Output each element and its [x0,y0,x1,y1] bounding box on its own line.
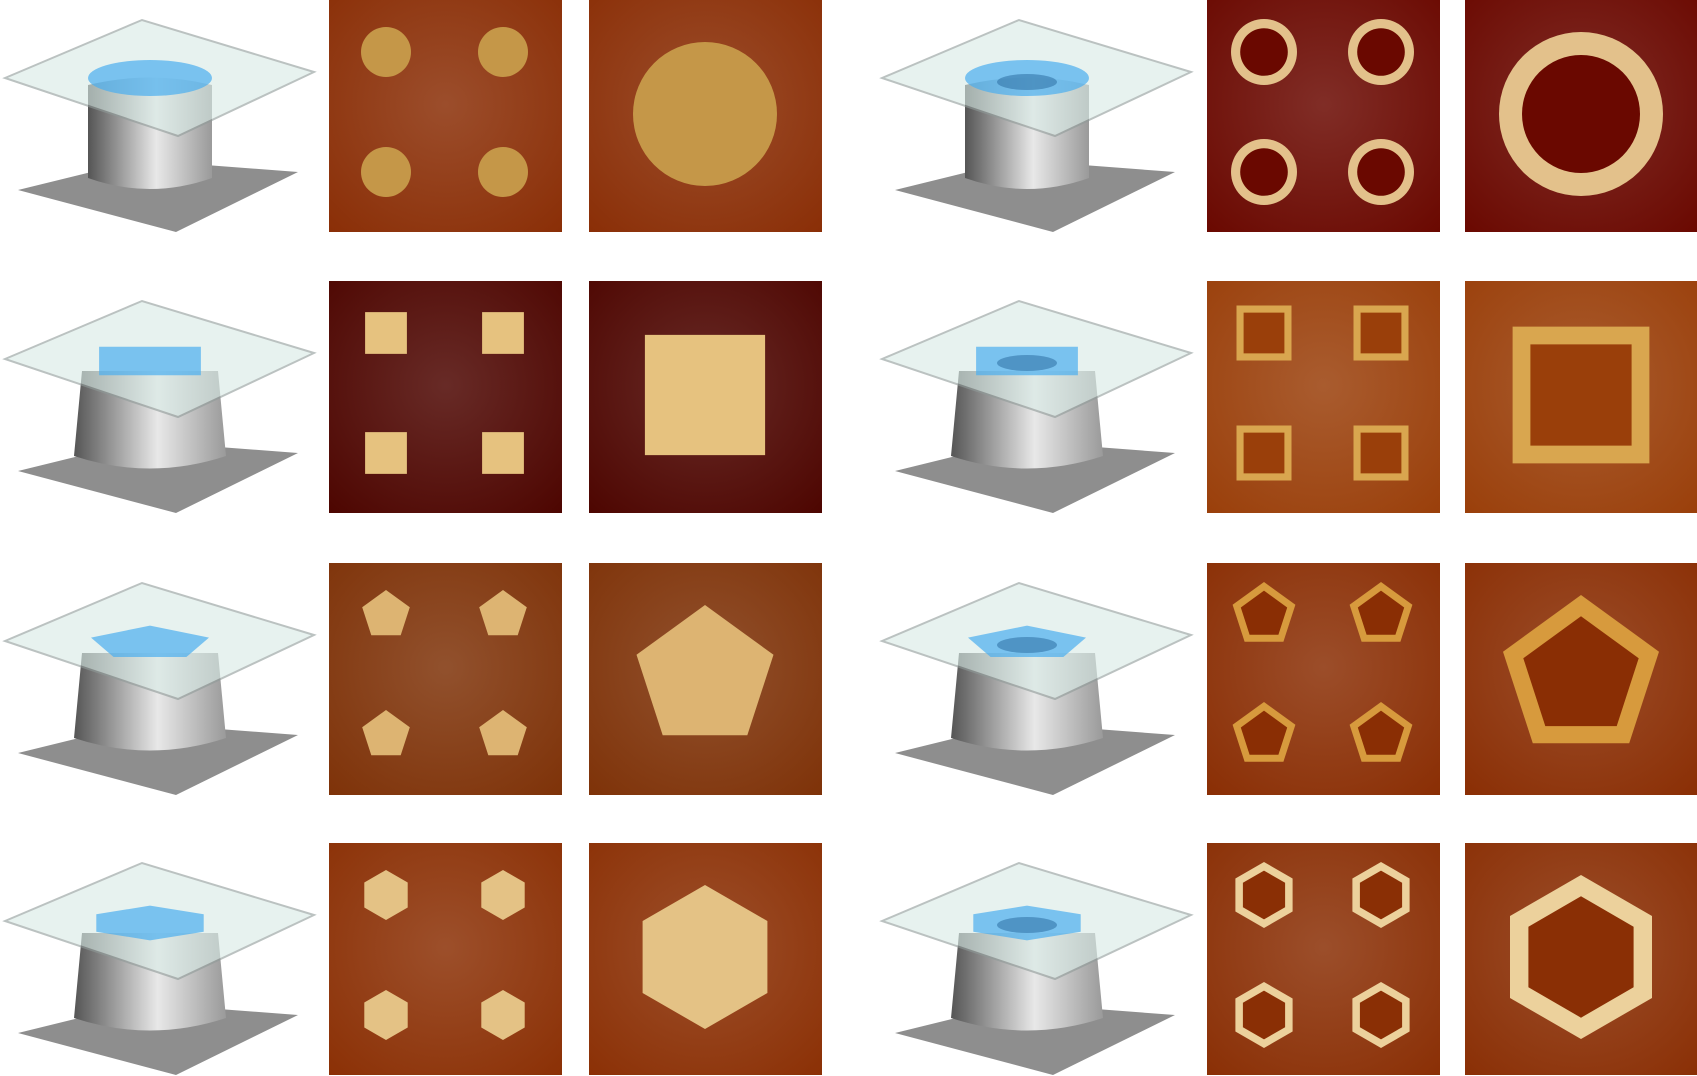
row-circle [0,0,1697,232]
schematic-solid-circle [0,0,320,232]
afm-array-ring-circle [1207,0,1440,232]
afm-single-ring-hexagon [1465,843,1697,1075]
afm-array-solid-circle [329,0,562,232]
schematic-solid-square [0,281,320,513]
afm-single-ring-circle [1465,0,1697,232]
afm-single-solid-square [589,281,822,513]
afm-array-ring-hexagon [1207,843,1440,1075]
row-square [0,281,1697,513]
schematic-ring-circle [877,0,1197,232]
row-hexagon [0,843,1697,1075]
afm-array-solid-hexagon [329,843,562,1075]
afm-single-ring-pentagon [1465,563,1697,795]
schematic-solid-pentagon [0,563,320,795]
schematic-solid-hexagon [0,843,320,1075]
afm-single-ring-square [1465,281,1697,513]
afm-array-ring-pentagon [1207,563,1440,795]
afm-array-solid-square [329,281,562,513]
afm-single-solid-pentagon [589,563,822,795]
afm-single-solid-circle [589,0,822,232]
afm-single-solid-hexagon [589,843,822,1075]
schematic-ring-hexagon [877,843,1197,1075]
afm-array-ring-square [1207,281,1440,513]
afm-array-solid-pentagon [329,563,562,795]
schematic-ring-pentagon [877,563,1197,795]
row-pentagon [0,563,1697,795]
schematic-ring-square [877,281,1197,513]
